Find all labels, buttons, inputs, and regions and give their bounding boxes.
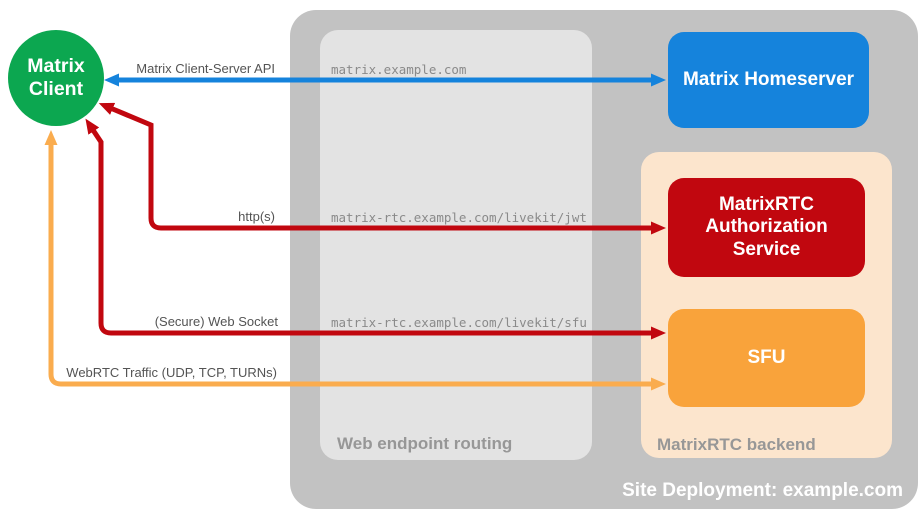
livekit-sfu-route: matrix-rtc.example.com/livekit/sfu bbox=[331, 315, 587, 330]
matrixrtc-backend-label: MatrixRTC backend bbox=[657, 435, 816, 454]
web-endpoint-routing-container bbox=[320, 30, 592, 460]
matrix-client-label-line1: Matrix bbox=[27, 55, 85, 77]
matrix-homeserver-node: Matrix Homeserver bbox=[668, 32, 869, 128]
https-label: http(s) bbox=[238, 209, 275, 224]
matrix-client-label-line2: Client bbox=[28, 78, 84, 100]
auth-service-label-line2: Authorization bbox=[705, 216, 828, 238]
sfu-node: SFU bbox=[668, 309, 865, 407]
matrix-homeserver-label: Matrix Homeserver bbox=[682, 68, 855, 90]
web-endpoint-routing-label: Web endpoint routing bbox=[337, 434, 513, 453]
webrtc-traffic-label: WebRTC Traffic (UDP, TCP, TURNs) bbox=[66, 365, 277, 380]
client-server-api-label: Matrix Client-Server API bbox=[136, 61, 275, 76]
authorization-service-node: MatrixRTC Authorization Service bbox=[668, 178, 865, 277]
matrix-domain-route: matrix.example.com bbox=[331, 62, 467, 77]
sfu-label: SFU bbox=[747, 346, 786, 368]
auth-service-label-line3: Service bbox=[732, 238, 801, 260]
site-deployment-label: Site Deployment: example.com bbox=[622, 480, 903, 501]
matrix-client-node: Matrix Client bbox=[8, 30, 104, 126]
livekit-jwt-route: matrix-rtc.example.com/livekit/jwt bbox=[331, 210, 587, 225]
auth-service-label-line1: MatrixRTC bbox=[718, 193, 814, 215]
websocket-label: (Secure) Web Socket bbox=[154, 314, 278, 329]
